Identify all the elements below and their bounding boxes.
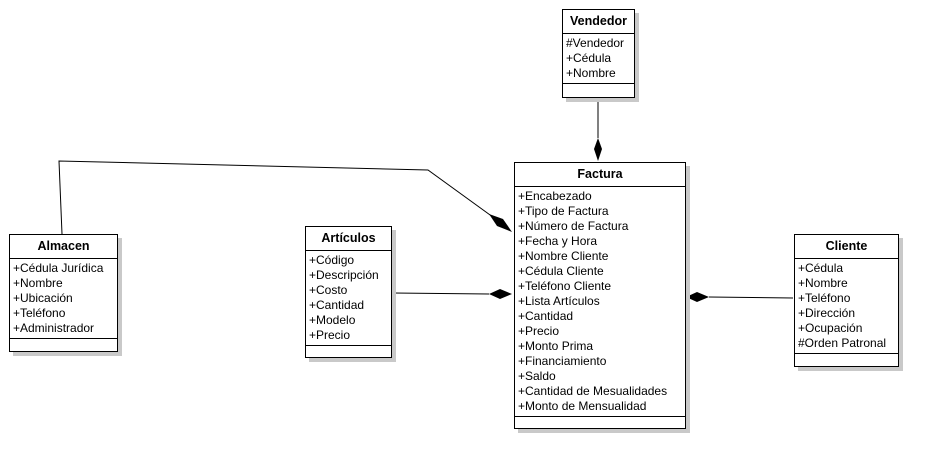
attribute-list: +Encabezado +Tipo de Factura +Número de … [515,187,685,417]
operation-list [563,84,634,92]
attribute: +Cédula Cliente [518,264,604,278]
attribute: +Financiamiento [518,354,607,368]
attribute: +Teléfono Cliente [518,279,612,293]
cliente-factura-line [708,296,794,299]
attribute: +Nombre [13,276,63,290]
attribute: +Cantidad [518,309,574,323]
attribute: +Tipo de Factura [518,204,609,218]
attribute-list: +Código +Descripción +Costo +Cantidad +M… [306,251,391,346]
attribute: +Cédula [798,261,844,275]
almacen-factura-line [58,160,498,235]
attribute: +Código [309,253,355,267]
attribute: +Cédula [566,51,612,65]
class-factura: Factura +Encabezado +Tipo de Factura +Nú… [514,162,686,429]
class-title: Almacen [10,235,117,259]
attribute: +Costo [309,283,348,297]
class-almacen: Almacen +Cédula Jurídica +Nombre +Ubicac… [9,234,118,352]
attribute-list: #Vendedor +Cédula +Nombre [563,34,634,84]
attribute: +Monto de Mensualidad [518,399,647,413]
articulos-factura-diamond [489,289,512,299]
attribute-list: +Cédula +Nombre +Teléfono +Dirección +Oc… [795,259,898,354]
class-cliente: Cliente +Cédula +Nombre +Teléfono +Direc… [794,234,899,367]
class-title: Artículos [306,227,391,251]
attribute: +Cantidad de Mesualidades [518,384,668,398]
class-vendedor: Vendedor #Vendedor +Cédula +Nombre [562,9,635,98]
class-title: Vendedor [563,10,634,34]
class-articulos: Artículos +Código +Descripción +Costo +C… [305,226,392,358]
attribute: +Precio [518,324,560,338]
attribute: +Fecha y Hora [518,234,598,248]
attribute: +Ocupación [798,321,863,335]
attribute: +Monto Prima [518,339,594,353]
class-title: Cliente [795,235,898,259]
operation-list [795,354,898,362]
operation-list [306,346,391,354]
articulos-factura-line [392,292,490,295]
attribute: +Ubicación [13,291,73,305]
attribute: +Modelo [309,313,356,327]
attribute: +Saldo [518,369,556,383]
attribute: +Cédula Jurídica [13,261,104,275]
cliente-factura-diamond [686,292,709,302]
attribute: +Descripción [309,268,379,282]
attribute: +Administrador [13,321,95,335]
operation-list [10,339,117,347]
attribute: +Encabezado [518,189,592,203]
attribute-list: +Cédula Jurídica +Nombre +Ubicación +Tel… [10,259,117,339]
attribute: +Nombre [566,66,616,80]
vendedor-factura-diamond [594,138,602,161]
attribute: +Número de Factura [518,219,629,233]
attribute: +Dirección [798,306,856,320]
attribute: +Nombre [798,276,848,290]
attribute: #Orden Patronal [798,336,887,350]
attribute: +Cantidad [309,298,365,312]
class-title: Factura [515,163,685,187]
attribute: #Vendedor [566,36,625,50]
operation-list [515,417,685,425]
attribute: +Teléfono [798,291,851,305]
attribute: +Nombre Cliente [518,249,609,263]
almacen-factura-diamond [489,214,512,232]
attribute: +Teléfono [13,306,66,320]
attribute: +Precio [309,328,351,342]
attribute: +Lista Artículos [518,294,600,308]
